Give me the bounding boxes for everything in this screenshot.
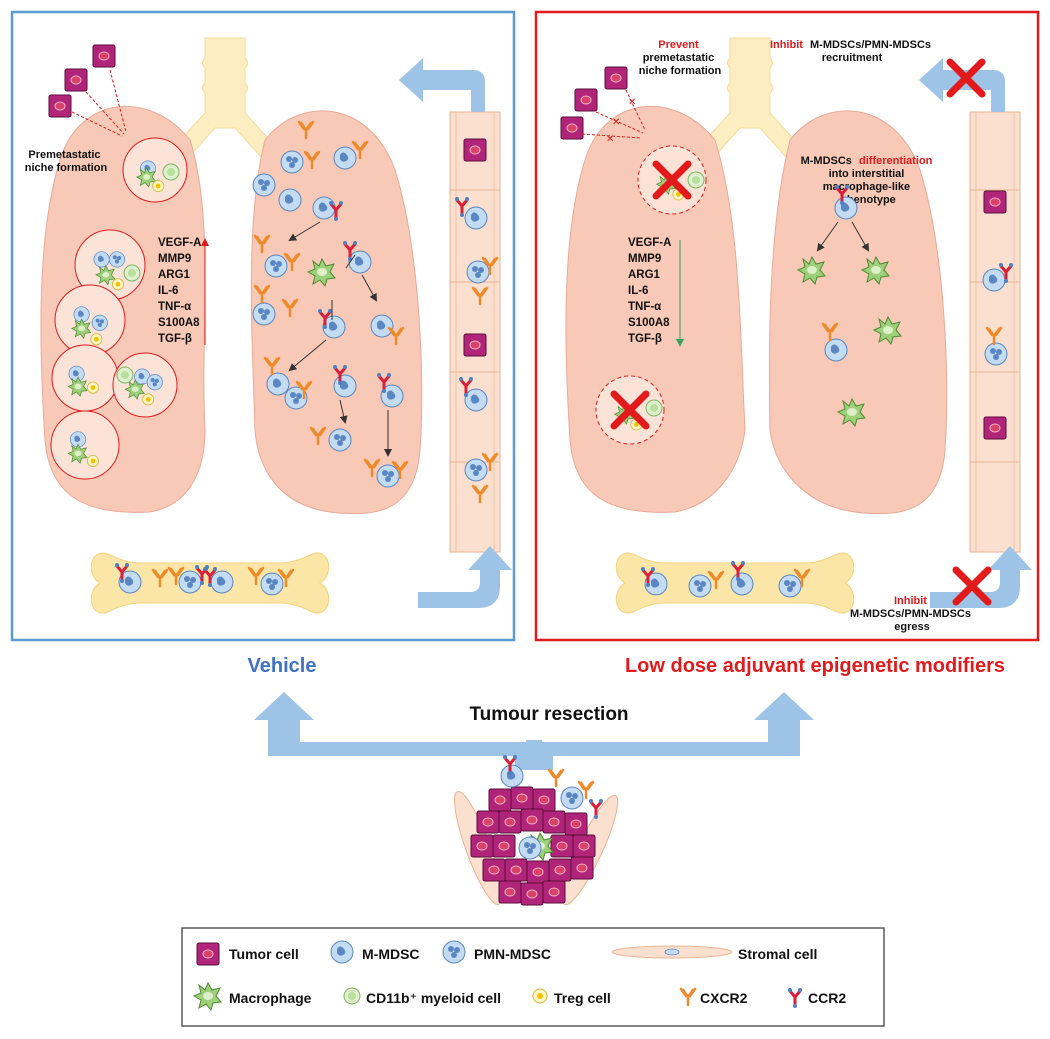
- factor-list-left: VEGF-A MMP9 ARG1 IL-6 TNF-α S100A8 TGF-β: [158, 237, 209, 345]
- vehicle-panel: Premetastatic niche formation: [10, 10, 516, 642]
- right-lung-left: [250, 110, 423, 515]
- factor-list-right: VEGF-A MMP9 ARG1 IL-6 TNF-α S100A8 TGF-β: [628, 237, 684, 347]
- incoming-tumor-cell: [560, 116, 584, 140]
- factor-s100a8-right: S100A8: [628, 317, 670, 329]
- blood-vessel-right: [969, 111, 1021, 553]
- legend-label-ccr2: CCR2: [808, 990, 846, 1006]
- legend-label-stromal: Stromal cell: [738, 946, 817, 962]
- factor-tnfa-left: TNF-α: [158, 301, 191, 313]
- block-mark: ✕: [612, 117, 620, 128]
- dashed-arrow: [109, 69, 127, 133]
- legend-label-mmdsc: M-MDSC: [362, 946, 420, 962]
- migration-arrows-left: [288, 221, 392, 457]
- block-mark: ✕: [606, 134, 614, 145]
- legend-label-tumor: Tumor cell: [229, 946, 299, 962]
- legend-tumor-icon: [196, 942, 220, 966]
- dashed-arrow: [625, 89, 646, 131]
- incoming-tumor-cell: [574, 88, 598, 112]
- niche-blocked-bottom: [595, 375, 665, 445]
- factor-arg1-left: ARG1: [158, 269, 191, 281]
- treatment-panel: ✕ ✕ ✕ Prevent premetastatic niche format…: [534, 10, 1040, 642]
- legend-label-cd11b: CD11b⁺ myeloid cell: [366, 990, 501, 1006]
- niche-circles-left: [50, 137, 188, 480]
- factor-mmp9-left: MMP9: [158, 253, 191, 265]
- dashed-arrow: [595, 111, 644, 134]
- block-mark: ✕: [628, 97, 636, 108]
- treatment-title: Low dose adjuvant epigenetic modifiers: [625, 655, 1005, 677]
- vehicle-title: Vehicle: [248, 655, 317, 677]
- dashed-arrow: [85, 91, 125, 135]
- niche-blocked-top: [637, 145, 707, 215]
- right-lung-cells-right: [797, 183, 902, 427]
- premetastatic-label: Premetastatic niche formation: [25, 149, 108, 174]
- factor-s100a8-left: S100A8: [158, 317, 200, 329]
- resection-arrows: [254, 692, 814, 770]
- blood-flow-arrow-bottom-right: [930, 546, 1032, 608]
- right-lung-right: [768, 110, 948, 515]
- resection-label: Tumour resection: [469, 704, 628, 725]
- factor-tnfa-right: TNF-α: [628, 301, 661, 313]
- blood-vessel-left: [449, 111, 501, 553]
- blood-flow-arrow-top-left: [399, 58, 485, 112]
- dashed-arrow: [71, 111, 123, 137]
- legend-cd11b-icon: [343, 987, 361, 1005]
- legend: Tumor cell M-MDSC PMN-MDSC Stromal cell …: [181, 927, 885, 1027]
- legend-mmdsc-icon: [330, 940, 354, 964]
- incoming-tumor-cell: [92, 44, 116, 68]
- factor-vegfa-right: VEGF-A: [628, 237, 671, 249]
- legend-label-pmn: PMN-MDSC: [474, 946, 551, 962]
- legend-label-macrophage: Macrophage: [229, 990, 312, 1006]
- factor-il6-left: IL-6: [158, 285, 178, 297]
- inhibit-egress-label: Inhibit M-MDSCs/PMN-MDSCs egress: [850, 595, 974, 633]
- primary-tumour: [454, 753, 619, 906]
- incoming-tumor-cell: [48, 94, 72, 118]
- inhibit-recruitment-label: Inhibit M-MDSCs/PMN-MDSCs recruitment: [770, 39, 934, 64]
- legend-label-treg: Treg cell: [554, 990, 611, 1006]
- factor-tgfb-left: TGF-β: [158, 333, 192, 345]
- legend-label-cxcr2: CXCR2: [700, 990, 748, 1006]
- factor-tgfb-right: TGF-β: [628, 333, 662, 345]
- factor-il6-right: IL-6: [628, 285, 648, 297]
- blood-flow-arrow-bottom-left: [418, 546, 512, 608]
- factor-mmp9-right: MMP9: [628, 253, 661, 265]
- bone-left: [90, 552, 330, 614]
- legend-pmn-icon: [442, 940, 466, 964]
- bone-right: [615, 552, 855, 614]
- prevent-label: Prevent premetastatic niche formation: [639, 39, 722, 77]
- incoming-tumor-cell: [604, 66, 628, 90]
- factor-vegfa-left: VEGF-A: [158, 237, 201, 249]
- factor-arg1-right: ARG1: [628, 269, 661, 281]
- incoming-tumor-cell: [64, 68, 88, 92]
- legend-box: [181, 927, 885, 1027]
- legend-treg-icon: [532, 988, 548, 1004]
